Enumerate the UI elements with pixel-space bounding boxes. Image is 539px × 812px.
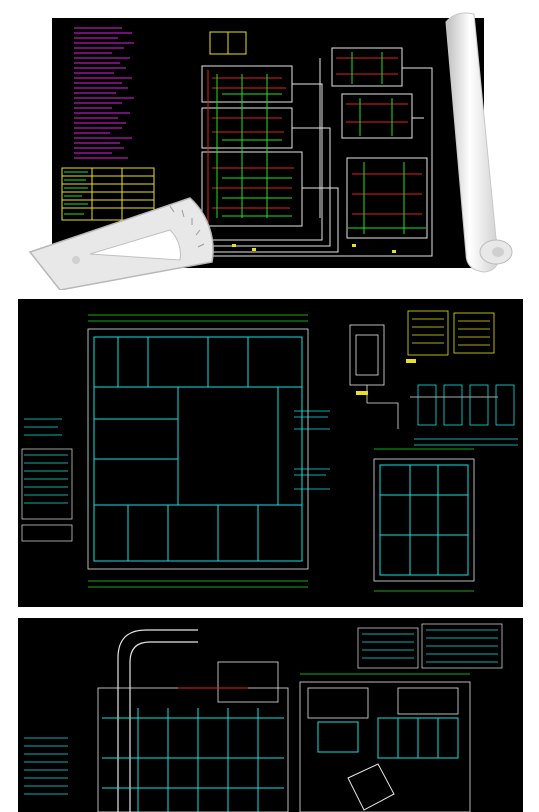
protractor-icon: [20, 190, 220, 291]
floor-plan-sheet-upper: [18, 299, 523, 607]
floor-plan-drawing-lower: [24, 623, 503, 812]
floor-plan-drawing-upper: [21, 310, 518, 592]
paper-roll-icon: [436, 8, 526, 276]
riser-diagram-drawing: [61, 27, 433, 257]
floor-plan-sheet-lower: [18, 618, 523, 812]
